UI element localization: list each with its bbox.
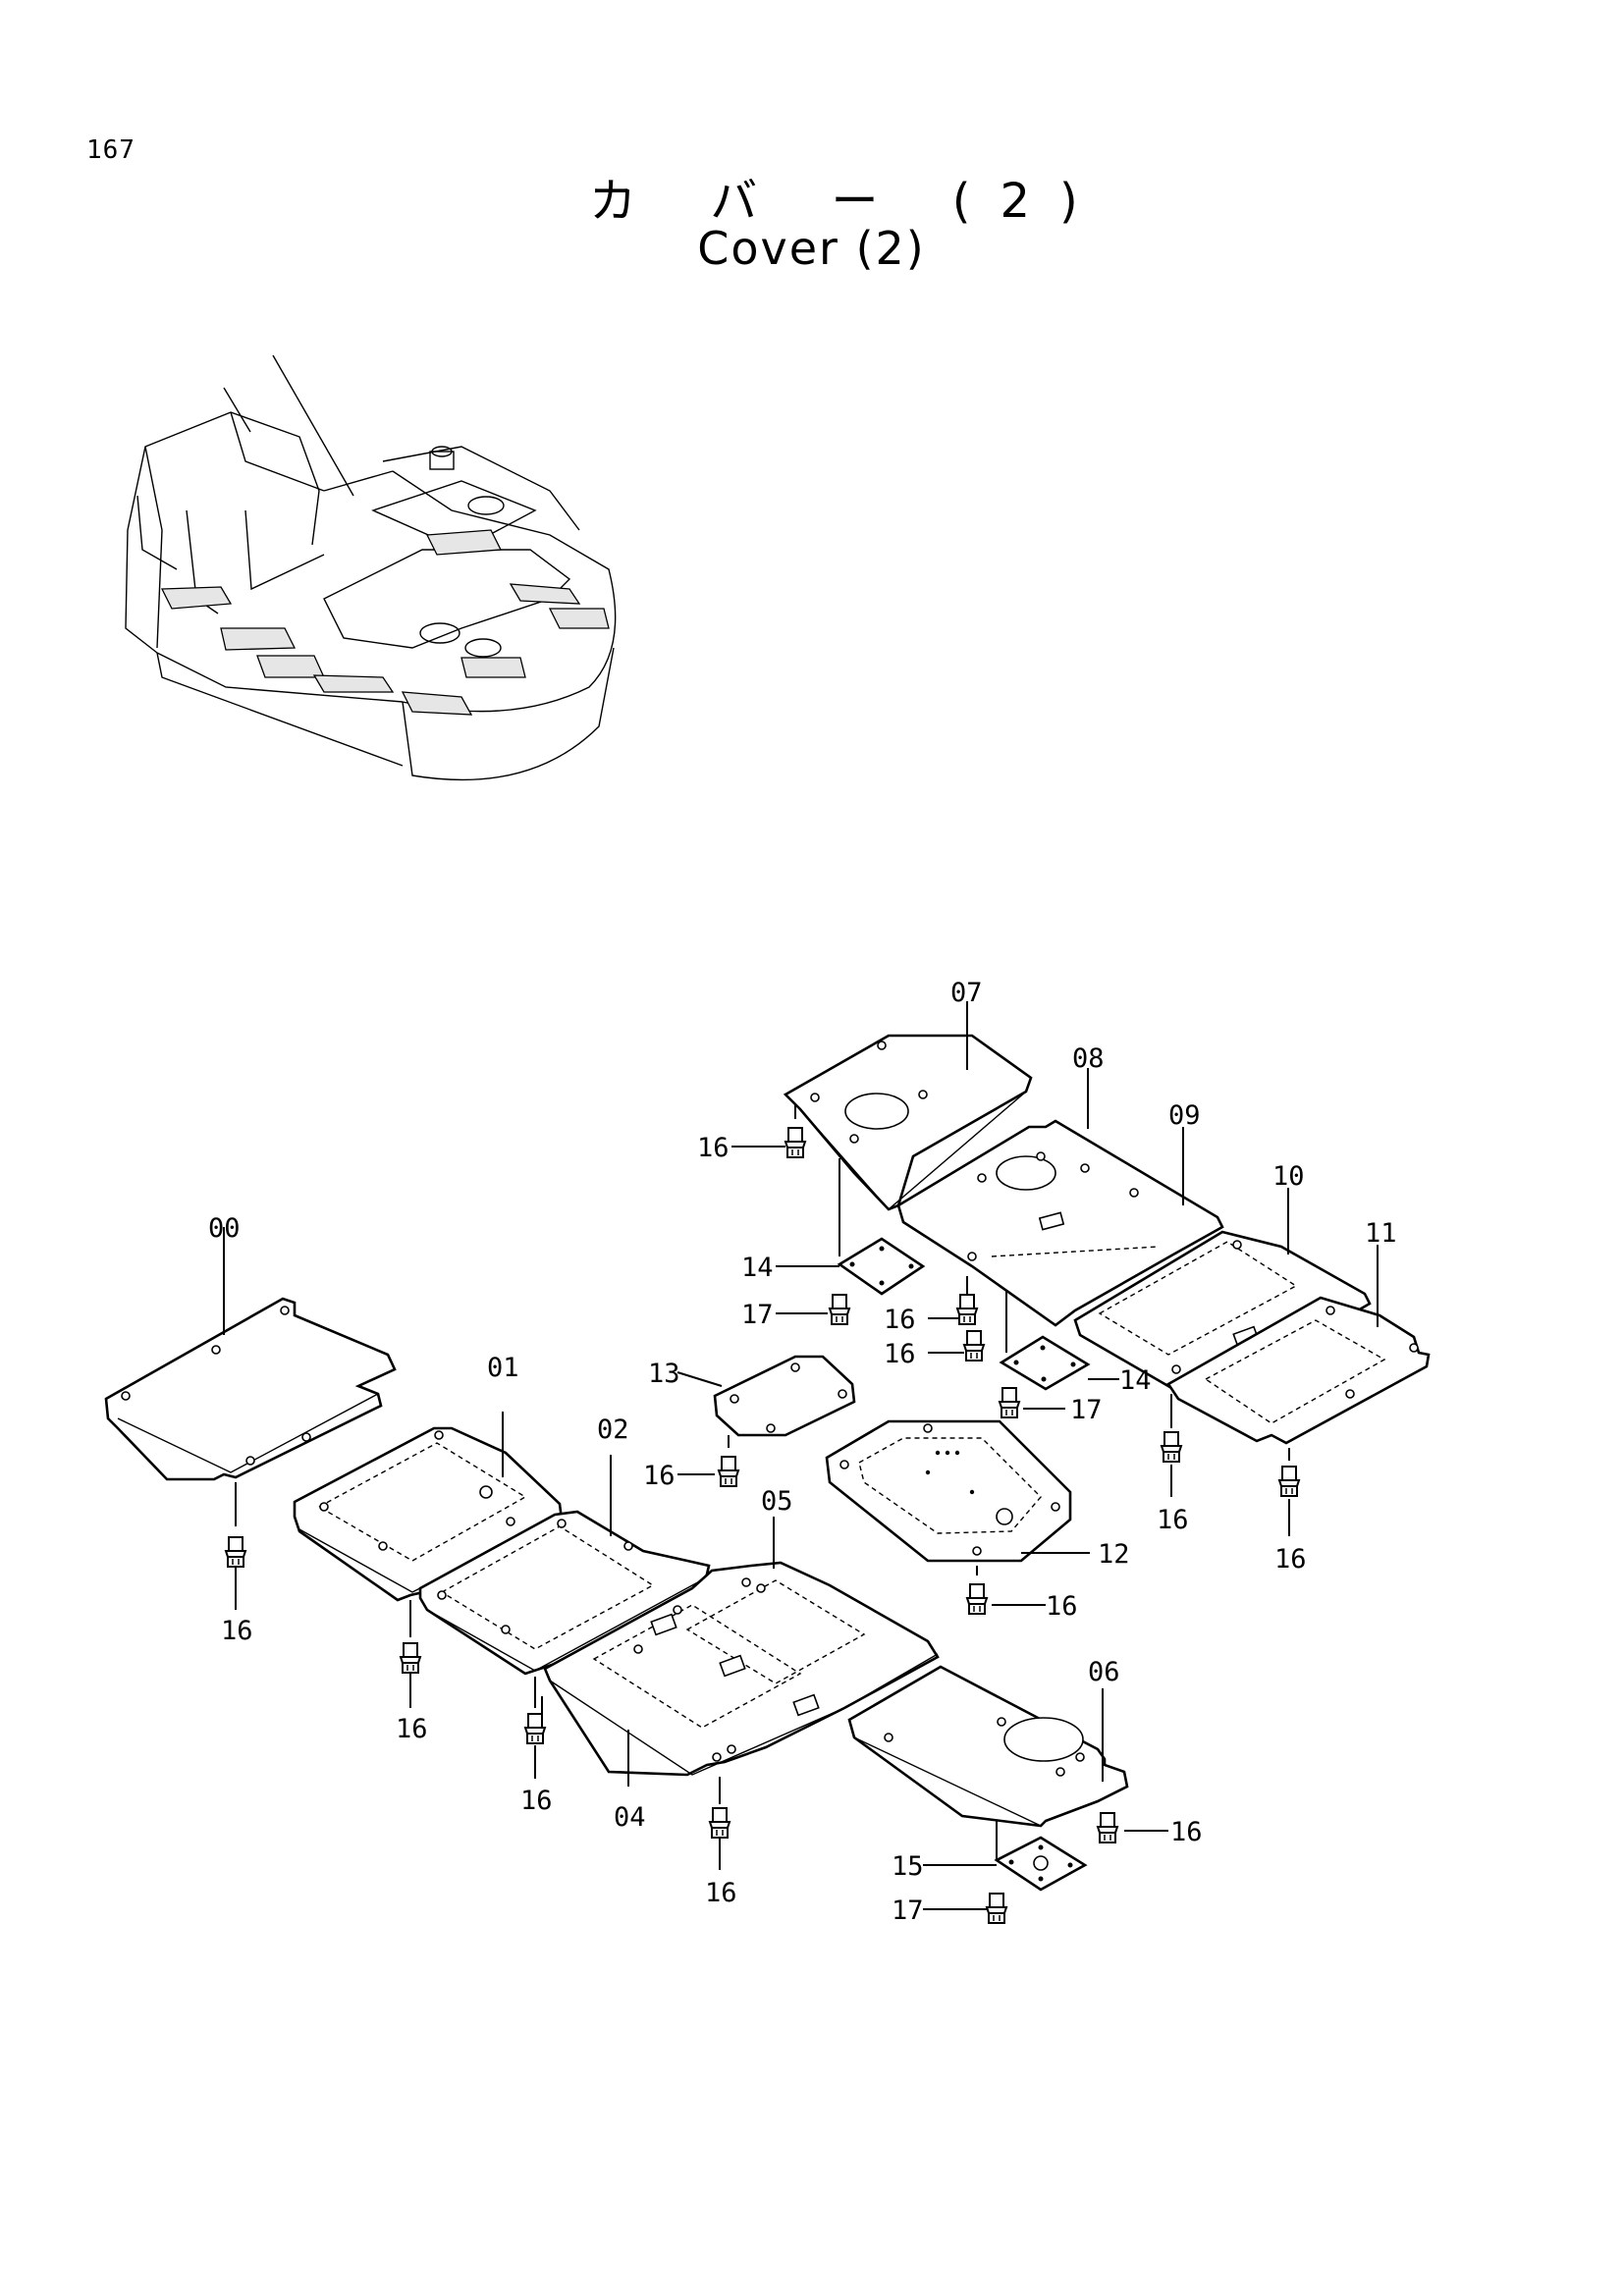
part-label-06: 06 [1088,1657,1120,1687]
cover-plate-14-upper [837,1237,926,1296]
cover-plate-05 [543,1561,940,1777]
bolt-icon [986,1893,1007,1924]
title-japanese: カ バ ー (2) [589,174,1108,229]
part-label-12: 12 [1098,1539,1130,1570]
bolt-icon [1161,1431,1182,1463]
bolt-icon [225,1536,246,1568]
cover-plate-06 [847,1665,1129,1828]
bolt-icon [999,1387,1020,1418]
part-label-00: 00 [208,1213,241,1244]
part-label-11: 11 [1365,1218,1397,1249]
part-label-14-upper: 14 [741,1253,774,1283]
part-label-16: 16 [396,1714,428,1744]
part-label-04: 04 [614,1802,646,1833]
title-english: Cover (2) [697,222,926,275]
part-label-16: 16 [221,1616,253,1646]
cover-plate-01 [293,1426,564,1602]
part-label-05: 05 [761,1486,793,1517]
part-label-08: 08 [1072,1043,1105,1074]
part-label-15: 15 [892,1851,924,1882]
part-label-10: 10 [1272,1161,1305,1192]
bolt-icon [1278,1466,1300,1497]
part-label-01: 01 [487,1353,519,1383]
cover-plate-10 [1073,1230,1372,1391]
cover-plate-08 [896,1119,1224,1327]
part-label-16: 16 [697,1133,730,1163]
bolt-icon [1097,1812,1118,1843]
cover-plate-11 [1166,1296,1431,1445]
part-label-16: 16 [1046,1591,1078,1622]
bolt-icon [956,1294,978,1325]
part-label-17-middle: 17 [1070,1395,1103,1425]
cover-plate-07 [783,1034,1033,1211]
part-label-16: 16 [1157,1505,1189,1535]
part-label-17-upper: 17 [741,1300,774,1330]
cover-plate-14-lower [999,1335,1091,1391]
bolt-icon [400,1642,421,1674]
part-label-09: 09 [1168,1100,1201,1131]
part-label-16: 16 [705,1878,737,1908]
bolt-icon [718,1456,739,1487]
bolt-icon [963,1330,985,1362]
cover-plate-00 [104,1297,397,1481]
part-label-13: 13 [648,1359,680,1389]
bolt-icon [829,1294,850,1325]
bolt-icon [709,1807,730,1839]
part-label-17-lower: 17 [892,1896,924,1926]
bolt-icon [524,1713,546,1744]
part-label-16: 16 [643,1461,676,1491]
bolt-icon [784,1127,806,1158]
page-number: 167 [86,135,135,165]
part-label-02: 02 [597,1415,629,1445]
part-label-16: 16 [1170,1817,1203,1847]
part-label-16: 16 [884,1305,916,1335]
cover-plate-12 [825,1419,1072,1563]
part-label-16: 16 [1274,1544,1307,1575]
cover-plate-13 [713,1355,856,1437]
part-label-16: 16 [520,1786,553,1816]
part-label-07: 07 [950,978,983,1008]
part-label-14-lower: 14 [1119,1365,1152,1396]
cover-plate-15 [994,1836,1088,1892]
part-label-16: 16 [884,1339,916,1369]
bolt-icon [966,1583,988,1615]
